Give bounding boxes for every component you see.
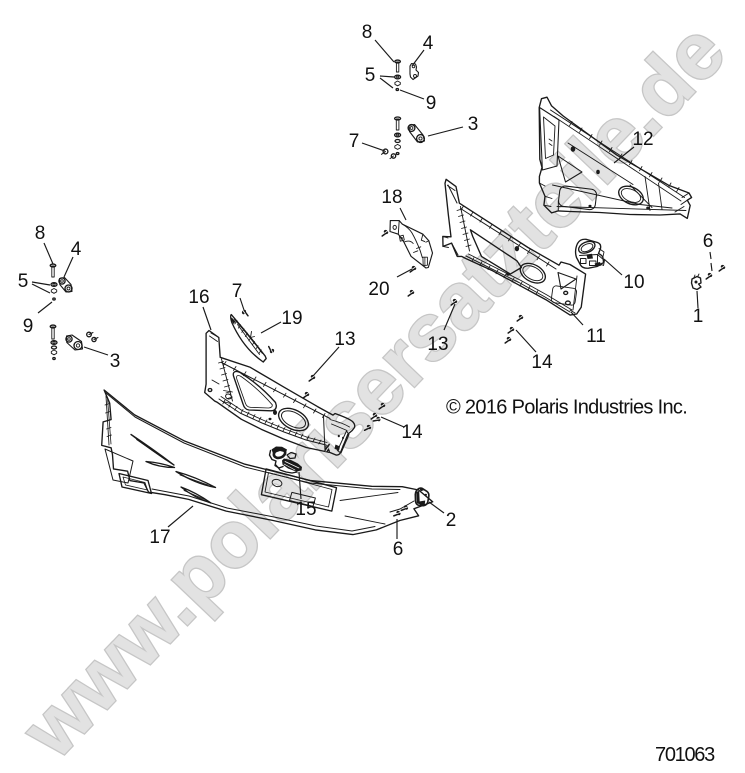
svg-text:6: 6 [393, 539, 404, 560]
svg-text:10: 10 [623, 272, 644, 293]
svg-text:18: 18 [381, 187, 402, 208]
svg-text:20: 20 [368, 279, 389, 300]
svg-text:8: 8 [362, 22, 373, 43]
svg-text:4: 4 [423, 33, 434, 54]
svg-text:9: 9 [426, 93, 437, 114]
svg-text:1: 1 [693, 306, 704, 327]
svg-text:15: 15 [295, 499, 316, 520]
svg-text:11: 11 [586, 326, 606, 347]
svg-text:3: 3 [110, 351, 121, 372]
svg-text:9: 9 [23, 316, 34, 337]
svg-text:4: 4 [71, 239, 82, 260]
svg-text:© 2016 Polaris Industries Inc.: © 2016 Polaris Industries Inc. [446, 397, 687, 419]
svg-text:12: 12 [632, 129, 653, 150]
svg-text:17: 17 [149, 527, 170, 548]
svg-text:13: 13 [334, 329, 355, 350]
svg-text:19: 19 [281, 308, 302, 329]
svg-text:14: 14 [401, 422, 423, 443]
svg-text:8: 8 [35, 223, 46, 244]
svg-text:6: 6 [703, 231, 714, 252]
svg-text:2: 2 [446, 510, 457, 531]
svg-text:5: 5 [18, 271, 29, 292]
svg-text:14: 14 [531, 352, 553, 373]
svg-text:5: 5 [365, 65, 376, 86]
svg-text:13: 13 [427, 334, 448, 355]
svg-text:7: 7 [349, 131, 360, 152]
svg-text:7: 7 [232, 281, 243, 302]
svg-text:701063: 701063 [655, 744, 715, 766]
svg-text:16: 16 [188, 287, 209, 308]
svg-text:3: 3 [468, 114, 479, 135]
